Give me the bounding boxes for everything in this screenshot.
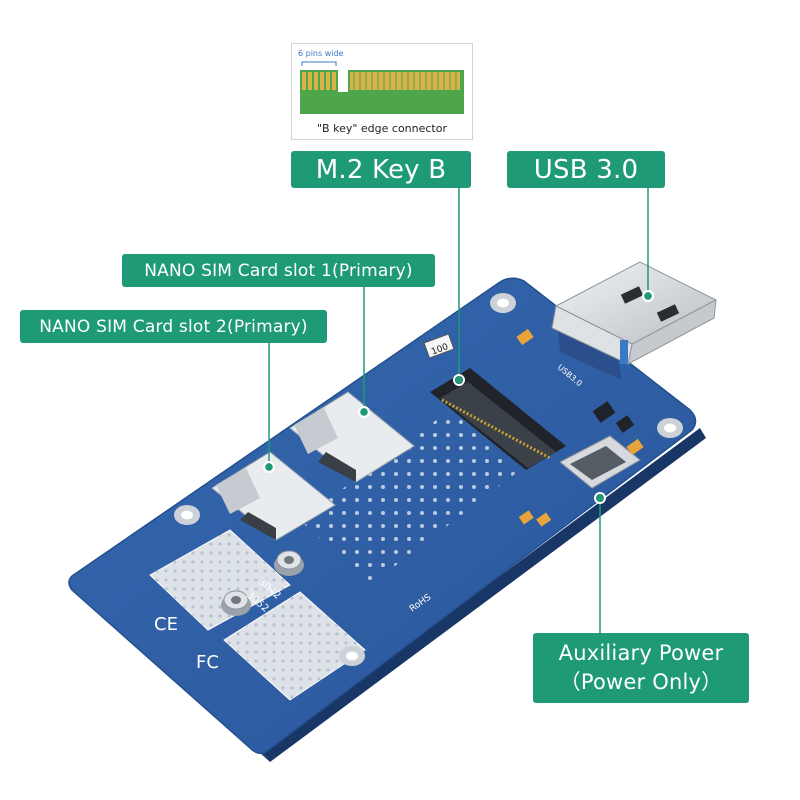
mount-hole-bottom — [339, 646, 365, 666]
edge-connector-inset: 6 pins wide "B key" edge connector — [291, 43, 473, 140]
mount-hole-left — [174, 505, 200, 525]
pcb-edge-right — [262, 428, 706, 762]
label-m2-key-b: M.2 Key B — [291, 151, 471, 188]
m2-socket — [430, 368, 566, 470]
sim-slot-1 — [289, 391, 415, 483]
mount-hole-right — [657, 418, 683, 438]
ce-mark: CE — [154, 614, 178, 635]
edge-connector-title: "B key" edge connector — [316, 122, 447, 135]
mount-hole-top — [490, 293, 516, 313]
aux-power-line2: （Power Only） — [559, 670, 723, 694]
edge-connector-graphic — [300, 61, 464, 114]
fc-mark: FC — [196, 652, 219, 673]
aux-power-line1: Auxiliary Power — [558, 640, 724, 665]
label-sim-slot-1: NANO SIM Card slot 1(Primary) — [122, 254, 435, 287]
standoff-3052 — [221, 590, 251, 616]
leader-lines — [263, 188, 654, 633]
label-usb-3: USB 3.0 — [507, 151, 665, 188]
label-aux-power: Auxiliary Power （Power Only） — [533, 633, 749, 703]
sim-slot-2 — [211, 451, 336, 541]
standoff-3042 — [274, 550, 304, 576]
usb-c-port — [559, 435, 641, 489]
usb-a-plug — [551, 261, 718, 380]
label-sim-slot-2: NANO SIM Card slot 2(Primary) — [20, 310, 327, 343]
pins-wide-note: 6 pins wide — [298, 49, 344, 58]
